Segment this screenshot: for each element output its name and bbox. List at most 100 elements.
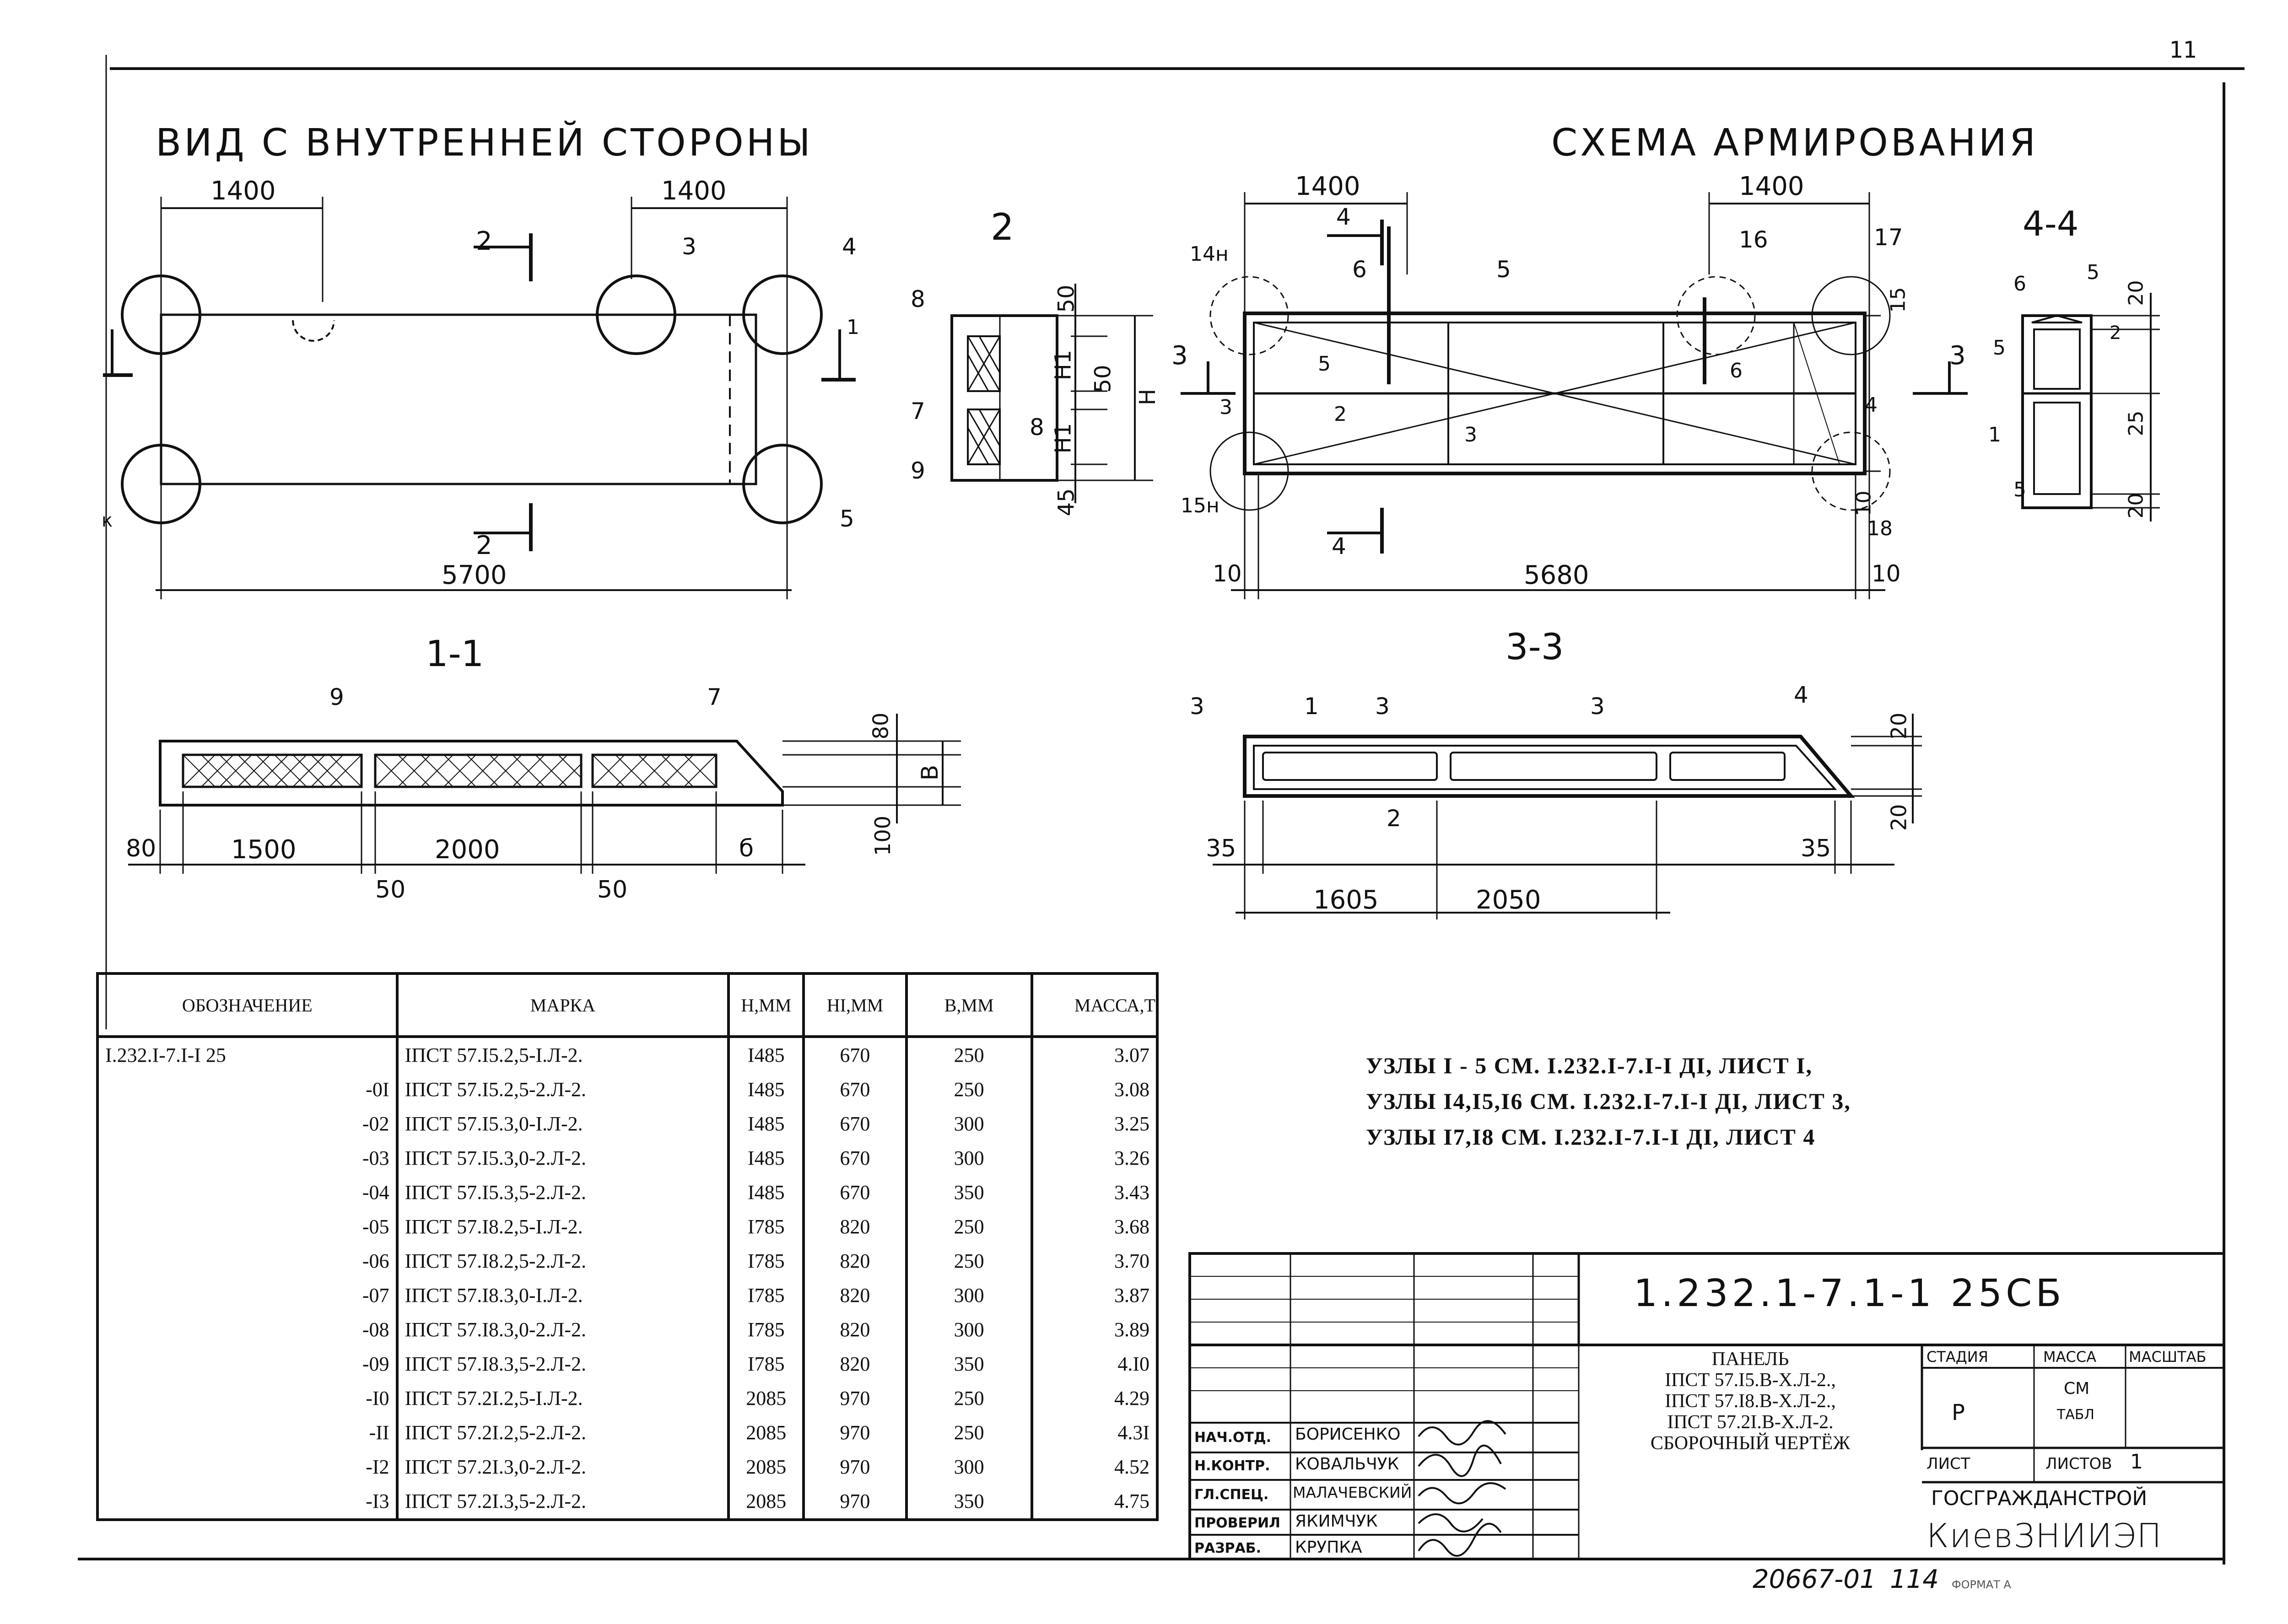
position-label: 5 — [1993, 336, 2006, 360]
table-cell: I785 — [727, 1278, 805, 1312]
table-cell: I485 — [727, 1037, 805, 1072]
table-cell: -07 — [96, 1278, 399, 1312]
signature-role: ПРОВЕРИЛ — [1194, 1515, 1280, 1531]
sheets-value: 1 — [2130, 1450, 2143, 1473]
table-cell: 970 — [802, 1484, 908, 1521]
table-cell: 3.43 — [1030, 1175, 1159, 1210]
position-label: 4 — [1865, 393, 1878, 417]
table-cell: 250 — [905, 1244, 1033, 1278]
table-cell: I785 — [727, 1244, 805, 1278]
table-cell: 250 — [905, 1381, 1033, 1415]
column-header: Н,ММ — [727, 972, 805, 1038]
dim-label: 25 — [2124, 410, 2148, 436]
table-cell: 300 — [905, 1450, 1033, 1484]
position-label: 15н — [1181, 494, 1220, 517]
column-header: МАССА,Т — [1030, 972, 1159, 1038]
table-cell: 970 — [802, 1415, 908, 1450]
table-cell: 300 — [905, 1107, 1033, 1141]
table-cell: 670 — [802, 1037, 908, 1072]
sheet-number: 11 — [2169, 37, 2197, 63]
table-cell: IПСТ 57.I5.2,5-I.Л-2. — [395, 1037, 730, 1072]
position-label: 2 — [1387, 805, 1401, 832]
dim-label: 35 — [1801, 835, 1831, 862]
table-cell: 4.I0 — [1030, 1347, 1159, 1381]
position-label: 1 — [1304, 693, 1319, 720]
note-line: УЗЛЫ I4,I5,I6 СМ. I.232.I-7.I-I ДI, ЛИСТ… — [1366, 1088, 1851, 1114]
reinforcement-drawing — [1181, 192, 1968, 599]
dim-label: 50 — [375, 876, 406, 903]
table-cell: IПСТ 57.I5.3,0-2.Л-2. — [395, 1141, 730, 1175]
sheet-label: ЛИСТ — [1926, 1455, 1970, 1473]
dim-label: 1605 — [1313, 885, 1379, 915]
table-cell: 3.07 — [1030, 1037, 1159, 1072]
section-4-4-drawing — [2021, 293, 2160, 522]
table-cell: 820 — [802, 1210, 908, 1244]
dim-label: 50 — [1090, 365, 1116, 393]
dim-label: 20 — [2124, 280, 2148, 306]
drawing-name-line: ПАНЕЛЬ — [1711, 1349, 1789, 1370]
dim-label: 20 — [1886, 804, 1911, 831]
note-line: УЗЛЫ I - 5 СМ. I.232.I-7.I-I ДI, ЛИСТ I, — [1366, 1053, 1813, 1078]
drawing-name-line: IПСТ 57.I8.В-Х.Л-2., — [1665, 1391, 1836, 1412]
table-cell: 2085 — [727, 1415, 805, 1450]
table-cell: -I3 — [96, 1484, 399, 1521]
stage-header: СТАДИЯ — [1926, 1348, 1988, 1366]
drawing-name: ПАНЕЛЬ IПСТ 57.I5.В-Х.Л-2., IПСТ 57.I8.В… — [1581, 1349, 1920, 1454]
position-label: 4 — [1794, 682, 1808, 708]
table-cell: 820 — [802, 1347, 908, 1381]
inner-view-title: ВИД С ВНУТРЕННЕЙ СТОРОНЫ — [156, 121, 813, 165]
inner-view-drawing — [103, 197, 856, 599]
table-cell: 250 — [905, 1210, 1033, 1244]
mass-note: ТАБЛ — [2057, 1407, 2094, 1423]
dim-label: 1500 — [231, 835, 297, 865]
table-cell: 300 — [905, 1312, 1033, 1347]
drawing-name-line: IПСТ 57.2I.В-Х.Л-2. — [1667, 1412, 1834, 1433]
table-cell: IПСТ 57.2I.3,5-2.Л-2. — [395, 1484, 730, 1521]
table-header-row: ОБОЗНАЧЕНИЕ МАРКА Н,ММ НI,ММ В,ММ МАССА,… — [96, 972, 1159, 1038]
position-label: 3 — [1590, 693, 1605, 720]
table-cell: 670 — [802, 1107, 908, 1141]
column-header: В,ММ — [905, 972, 1033, 1038]
table-cell: IПСТ 57.I5.3,5-2.Л-2. — [395, 1175, 730, 1210]
position-label: 17 — [1874, 224, 1903, 251]
table-cell: 300 — [905, 1278, 1033, 1312]
dim-label: 50 — [1053, 285, 1079, 313]
dim-label: H1 — [1050, 350, 1076, 381]
position-label: 16 — [1739, 226, 1768, 253]
position-label: 6 — [1730, 359, 1743, 382]
column-header: ОБОЗНАЧЕНИЕ — [96, 972, 399, 1038]
dim-label: 80 — [126, 835, 156, 862]
table-cell: -08 — [96, 1312, 399, 1347]
position-label: 7 — [707, 684, 722, 710]
table-cell: IПСТ 57.I8.3,5-2.Л-2. — [395, 1347, 730, 1381]
dim-label: B — [917, 764, 944, 781]
position-label: 5 — [1496, 256, 1511, 283]
table-cell: 3.70 — [1030, 1244, 1159, 1278]
dim-label: 50 — [597, 876, 628, 903]
position-label: 9 — [911, 457, 925, 484]
dim-label: 1400 — [661, 176, 727, 206]
table-cell: 250 — [905, 1037, 1033, 1072]
table-cell: IПСТ 57.I8.2,5-2.Л-2. — [395, 1244, 730, 1278]
note-line: УЗЛЫ I7,I8 СМ. I.232.I-7.I-I ДI, ЛИСТ 4 — [1366, 1124, 1816, 1150]
table-cell: I485 — [727, 1175, 805, 1210]
position-label: 5 — [2013, 478, 2026, 501]
position-label: 2 — [2110, 323, 2121, 344]
table-cell: I.232.I-7.I-I 25 — [96, 1037, 399, 1072]
position-label: 1 — [1988, 423, 2001, 446]
dim-label: 2050 — [1476, 885, 1541, 915]
dim-label: H1 — [1050, 423, 1076, 454]
table-cell: 3.68 — [1030, 1210, 1159, 1244]
document-code: 1.232.1-7.1-1 25СБ — [1634, 1272, 2065, 1315]
table-cell: 820 — [802, 1312, 908, 1347]
position-label: 2 — [1334, 403, 1347, 426]
specification-table: ОБОЗНАЧЕНИЕ МАРКА Н,ММ НI,ММ В,ММ МАССА,… — [96, 972, 1159, 1521]
dim-label: 1400 — [210, 176, 276, 206]
